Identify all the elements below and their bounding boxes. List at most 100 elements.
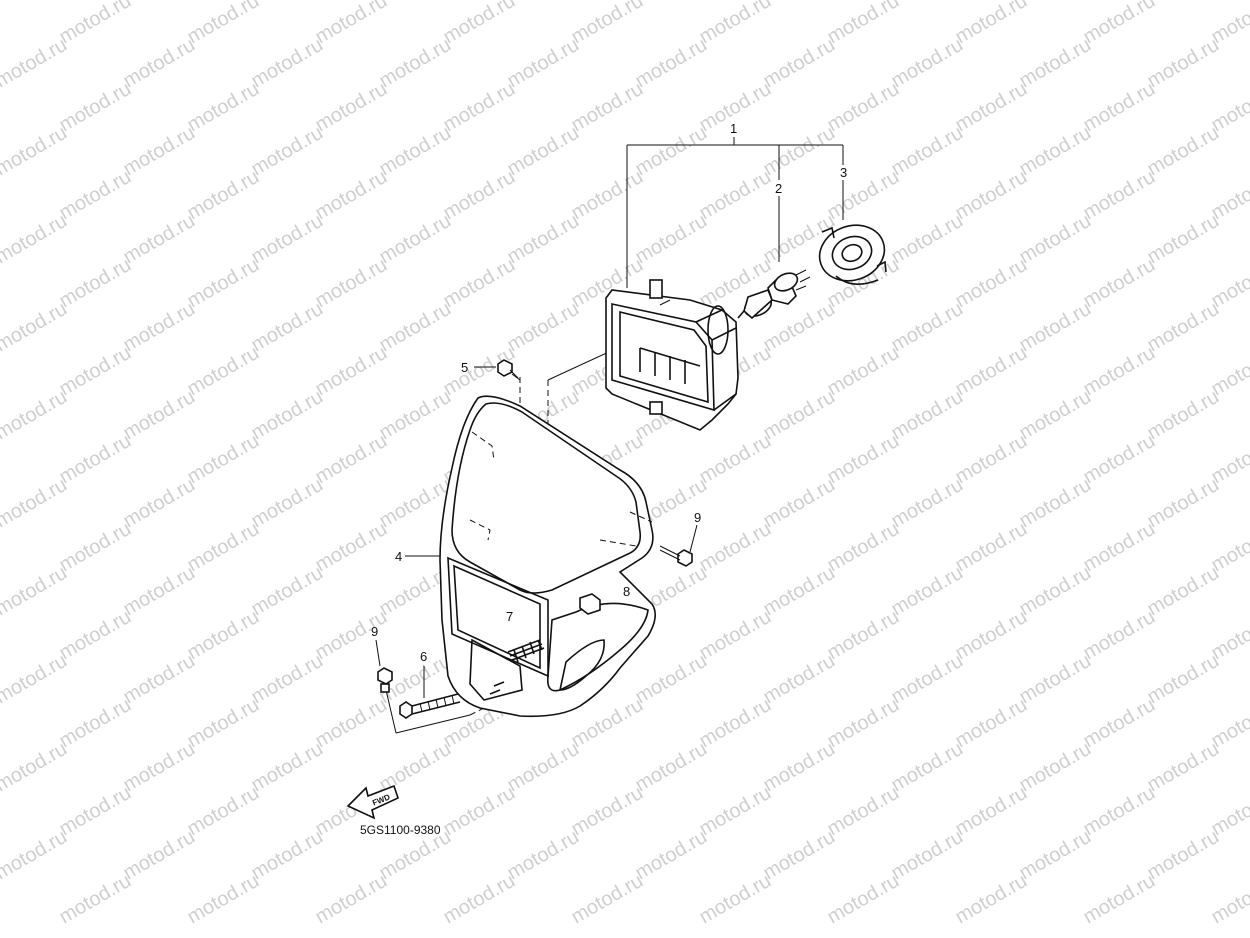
watermark-text: motod.ru — [248, 386, 327, 445]
watermark-text: motod.ru — [824, 870, 903, 929]
watermark-text: motod.ru — [120, 298, 199, 357]
callout-1: 1 — [730, 121, 737, 136]
watermark-text: motod.ru — [888, 386, 967, 445]
watermark-text: motod.ru — [312, 166, 391, 225]
watermark-text: motod.ru — [1080, 870, 1159, 929]
watermark-text: motod.ru — [952, 518, 1031, 577]
watermark-text: motod.ru — [824, 166, 903, 225]
watermark-text: motod.ru — [184, 518, 263, 577]
long-bolt — [399, 693, 461, 719]
watermark-text: motod.ru — [1016, 210, 1095, 269]
watermark-text: motod.ru — [440, 782, 519, 841]
watermark-text: motod.ru — [184, 870, 263, 929]
watermark-text: motod.ru — [632, 122, 711, 181]
watermark-text: motod.ru — [504, 738, 583, 797]
watermark-text: motod.ru — [888, 738, 967, 797]
watermark-text: motod.ru — [1016, 826, 1095, 885]
watermark-text: motod.ru — [824, 782, 903, 841]
headlight-unit — [605, 279, 739, 431]
watermark-text: motod.ru — [0, 386, 71, 445]
watermark-text: motod.ru — [184, 694, 263, 753]
watermark-text: motod.ru — [1016, 650, 1095, 709]
callout-9-right: 9 — [694, 510, 701, 525]
watermark-text: motod.ru — [56, 870, 135, 929]
watermark-text: motod.ru — [568, 78, 647, 137]
watermark-text: motod.ru — [888, 650, 967, 709]
watermark-text: motod.ru — [888, 826, 967, 885]
watermark-text: motod.ru — [1080, 430, 1159, 489]
watermark-text: motod.ru — [312, 78, 391, 137]
watermark-text: motod.ru — [696, 518, 775, 577]
watermark-text: motod.ru — [824, 518, 903, 577]
watermark-text: motod.ru — [56, 254, 135, 313]
watermark-text: motod.ru — [184, 166, 263, 225]
watermark-text: motod.ru — [632, 738, 711, 797]
watermark-text: motod.ru — [1016, 34, 1095, 93]
watermark-text: motod.ru — [760, 298, 839, 357]
callout-6: 6 — [420, 649, 427, 664]
watermark-text: motod.ru — [120, 826, 199, 885]
watermark-text: motod.ru — [184, 782, 263, 841]
watermark-text: motod.ru — [0, 122, 71, 181]
bolt-right — [659, 545, 693, 567]
callout-7: 7 — [506, 609, 513, 624]
watermark-text: motod.ru — [440, 166, 519, 225]
watermark-text: motod.ru — [1080, 694, 1159, 753]
watermark-text: motod.ru — [1208, 870, 1250, 929]
headlight-bulb — [737, 269, 811, 320]
grommet — [579, 593, 601, 615]
watermark-text: motod.ru — [0, 562, 71, 621]
watermark-text: motod.ru — [0, 650, 71, 709]
callout-numbers: 1 2 3 4 5 6 7 8 9 9 — [371, 121, 847, 664]
watermark-text: motod.ru — [1080, 0, 1159, 48]
watermark-text: motod.ru — [120, 34, 199, 93]
watermark-text: motod.ru — [56, 342, 135, 401]
watermark-text: motod.ru — [248, 562, 327, 621]
watermark-text: motod.ru — [760, 386, 839, 445]
watermark-text: motod.ru — [1016, 122, 1095, 181]
watermark-text: motod.ru — [1080, 254, 1159, 313]
watermark-text: motod.ru — [1144, 738, 1223, 797]
watermark-text: motod.ru — [1144, 826, 1223, 885]
watermark-text: motod.ru — [184, 0, 263, 48]
watermark-text: motod.ru — [440, 0, 519, 48]
watermark-text: motod.ru — [248, 34, 327, 93]
watermark-text: motod.ru — [440, 870, 519, 929]
watermark-text: motod.ru — [56, 166, 135, 225]
watermark-text: motod.ru — [120, 122, 199, 181]
watermark-text: motod.ru — [1016, 298, 1095, 357]
watermark-text: motod.ru — [568, 0, 647, 48]
watermark-text: motod.ru — [632, 650, 711, 709]
watermark-text: motod.ru — [0, 298, 71, 357]
watermark-text: motod.ru — [952, 870, 1031, 929]
watermark-text: motod.ru — [504, 122, 583, 181]
watermark-text: motod.ru — [248, 826, 327, 885]
watermark-text: motod.ru — [504, 210, 583, 269]
watermark-text: motod.ru — [1016, 474, 1095, 533]
watermark-text: motod.ru — [696, 0, 775, 48]
watermark-text: motod.ru — [1144, 474, 1223, 533]
watermark-text: motod.ru — [56, 0, 135, 48]
watermark-text: motod.ru — [376, 122, 455, 181]
watermark-text: motod.ru — [504, 826, 583, 885]
watermark-text: motod.ru — [312, 430, 391, 489]
watermark-text: motod.ru — [1144, 386, 1223, 445]
watermark-text: motod.ru — [1080, 518, 1159, 577]
watermark-text: motod.ru — [696, 606, 775, 665]
watermark-text: motod.ru — [696, 870, 775, 929]
watermark-text: motod.ru — [888, 34, 967, 93]
watermark-text: motod.ru — [696, 430, 775, 489]
watermark-text: motod.ru — [56, 518, 135, 577]
watermark-text: motod.ru — [504, 298, 583, 357]
callout-8: 8 — [623, 584, 630, 599]
watermark-text: motod.ru — [952, 342, 1031, 401]
watermark-text: motod.ru — [632, 826, 711, 885]
watermark-text: motod.ru — [120, 650, 199, 709]
socket-cover — [818, 224, 887, 285]
watermark-text: motod.ru — [312, 870, 391, 929]
fwd-arrow-icon: FWD — [346, 784, 399, 820]
watermark-text: motod.ru — [1016, 738, 1095, 797]
watermark-text: motod.ru — [248, 210, 327, 269]
watermark-text: motod.ru — [824, 342, 903, 401]
watermark-text: motod.ru — [1144, 122, 1223, 181]
